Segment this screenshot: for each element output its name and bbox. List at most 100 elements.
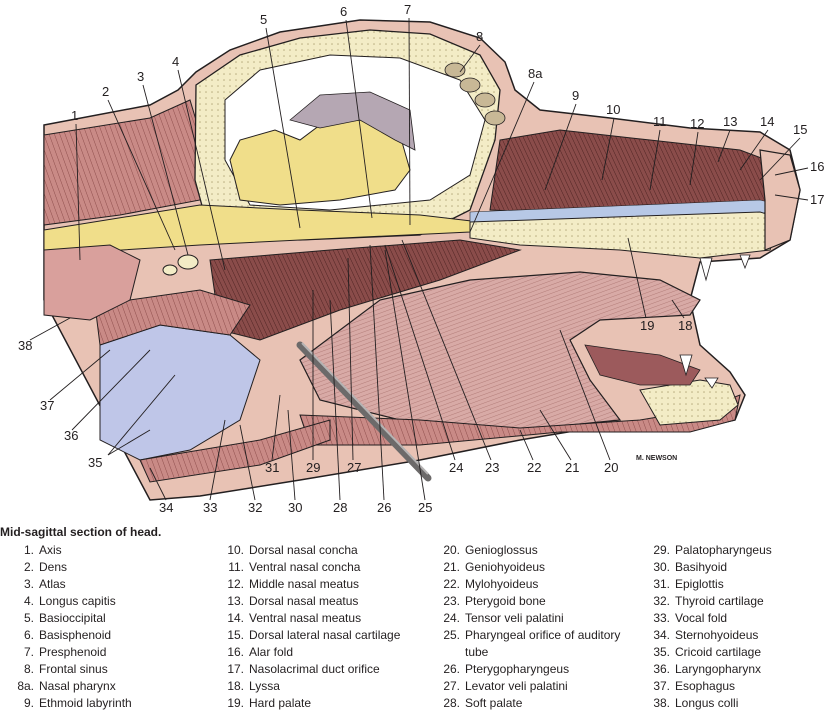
marker-21: 21 bbox=[565, 460, 579, 475]
legend-item: 36.Laryngopharynx bbox=[636, 661, 832, 678]
legend-term: Levator veli palatini bbox=[465, 679, 568, 693]
legend-number: 26. bbox=[443, 662, 460, 676]
marker-3: 3 bbox=[137, 69, 144, 84]
legend-term: Alar fold bbox=[249, 645, 294, 659]
legend-term: Middle nasal meatus bbox=[249, 577, 360, 591]
legend-item: 25.Pharyngeal orifice of auditory tube bbox=[426, 627, 646, 661]
legend-number: 6. bbox=[23, 628, 34, 642]
legend-item: 27. Levator veli palatini bbox=[426, 678, 646, 695]
marker-30: 30 bbox=[288, 500, 302, 515]
legend-item: 4. Longus capitis bbox=[0, 593, 210, 610]
legend-term: Epiglottis bbox=[675, 577, 724, 591]
legend-item: 28.Soft palate bbox=[426, 695, 646, 712]
marker-35: 35 bbox=[88, 455, 102, 470]
marker-20: 20 bbox=[604, 460, 618, 475]
marker-28: 28 bbox=[333, 500, 347, 515]
legend-number: 2. bbox=[23, 560, 34, 574]
legend-term: Basioccipital bbox=[39, 611, 106, 625]
frontal-sinus bbox=[444, 62, 506, 126]
legend-item: 13.Dorsal nasal meatus bbox=[210, 593, 425, 610]
legend-term: Geniohyoideus bbox=[465, 560, 546, 574]
legend-number: 8a. bbox=[17, 679, 34, 693]
legend-item: 24.Tensor veli palatini bbox=[426, 610, 646, 627]
legend-number: 11. bbox=[228, 560, 244, 574]
legend-number: 9. bbox=[23, 696, 34, 710]
legend-item: 29.Palatopharyngeus bbox=[636, 542, 832, 559]
marker-14: 14 bbox=[760, 114, 774, 129]
probe-highlight bbox=[301, 342, 429, 475]
marker-9: 9 bbox=[572, 88, 579, 103]
legend-term: Hard palate bbox=[249, 696, 312, 710]
legend-term: Axis bbox=[39, 543, 62, 557]
legend-number: 3. bbox=[23, 577, 34, 591]
legend-term: Longus colli bbox=[675, 696, 739, 710]
head-section-artwork bbox=[43, 19, 801, 501]
legend-term: Ventral nasal concha bbox=[249, 560, 361, 574]
legend-item: 20.Genioglossus bbox=[426, 542, 646, 559]
legend-number: 19. bbox=[227, 696, 244, 710]
legend-term: Lyssa bbox=[249, 679, 280, 693]
marker-12: 12 bbox=[690, 116, 704, 131]
legend-item: 16.Alar fold bbox=[210, 644, 425, 661]
legend-column-1: 1.Axis 2.Dens 3.Atlas 4.Longus capitis 5… bbox=[0, 542, 210, 712]
legend-item: 6.Basisphenoid bbox=[0, 627, 210, 644]
legend-number: 10. bbox=[227, 543, 244, 557]
legend-item: 34.Sternohyoideus bbox=[636, 627, 832, 644]
legend-term: Atlas bbox=[39, 577, 66, 591]
legend-number: 17. bbox=[227, 662, 244, 676]
marker-6: 6 bbox=[340, 4, 347, 19]
marker-4: 4 bbox=[172, 54, 179, 69]
legend-item: 31. Epiglottis bbox=[636, 576, 832, 593]
marker-5: 5 bbox=[260, 12, 267, 27]
artist-signature: M. NEWSON bbox=[636, 455, 677, 462]
nose-tip bbox=[759, 149, 801, 251]
legend-term: Sternohyoideus bbox=[675, 628, 759, 642]
legend-number: 4. bbox=[23, 594, 34, 608]
legend-number: 1. bbox=[23, 543, 34, 557]
marker-19: 19 bbox=[640, 318, 654, 333]
marker-32: 32 bbox=[248, 500, 262, 515]
marker-7: 7 bbox=[404, 2, 411, 17]
legend-item: 22.Mylohyoideus bbox=[426, 576, 646, 593]
legend-item: 18. Lyssa bbox=[210, 678, 425, 695]
legend-item: 8a.Nasal pharynx bbox=[0, 678, 210, 695]
lower-gums bbox=[584, 344, 701, 386]
legend-number: 15. bbox=[227, 628, 244, 642]
marker-8a: 8a bbox=[528, 66, 543, 81]
legend-term: Pharyngeal orifice of auditory tube bbox=[465, 628, 621, 659]
marker-37: 37 bbox=[40, 398, 54, 413]
legend-number: 38. bbox=[653, 696, 670, 710]
marker-38: 38 bbox=[18, 338, 32, 353]
legend-number: 35. bbox=[653, 645, 670, 659]
callout-numbers: 1 2 3 4 5 6 7 8 8a 9 10 11 12 13 14 15 1… bbox=[18, 2, 824, 515]
legend-term: Vocal fold bbox=[675, 611, 728, 625]
legend-item: 9.Ethmoid labyrinth bbox=[0, 695, 210, 712]
marker-13: 13 bbox=[723, 114, 737, 129]
legend-item: 33.Vocal fold bbox=[636, 610, 832, 627]
teeth bbox=[679, 254, 751, 389]
legend-number: 27. bbox=[443, 679, 460, 693]
legend-column-3: 20.Genioglossus 21.Geniohyoideus 22.Mylo… bbox=[426, 542, 646, 712]
legend-term: Frontal sinus bbox=[39, 662, 108, 676]
marker-27: 27 bbox=[347, 460, 361, 475]
legend-item: 23.Pterygoid bone bbox=[426, 593, 646, 610]
legend-number: 24. bbox=[443, 611, 460, 625]
legend-item: 30.Basihyoid bbox=[636, 559, 832, 576]
legend-item: 8.Frontal sinus bbox=[0, 661, 210, 678]
cervical-vertebrae bbox=[43, 244, 199, 321]
marker-1: 1 bbox=[71, 108, 78, 123]
legend-term: Presphenoid bbox=[39, 645, 107, 659]
legend-item: 1. Axis bbox=[0, 542, 210, 559]
legend-number: 18. bbox=[227, 679, 244, 693]
legend-term: Palatopharyngeus bbox=[675, 543, 772, 557]
legend-term: Longus capitis bbox=[39, 594, 116, 608]
figure-caption: Mid-sagittal section of head. bbox=[0, 525, 162, 539]
legend-number: 7. bbox=[23, 645, 34, 659]
legend-number: 31. bbox=[653, 577, 670, 591]
legend-item: 17.Nasolacrimal duct orifice bbox=[210, 661, 425, 678]
legend-item: 38. Longus colli bbox=[636, 695, 832, 712]
marker-34: 34 bbox=[159, 500, 173, 515]
legend-number: 22. bbox=[443, 577, 460, 591]
marker-22: 22 bbox=[527, 460, 541, 475]
legend-item: 37.Esophagus bbox=[636, 678, 832, 695]
